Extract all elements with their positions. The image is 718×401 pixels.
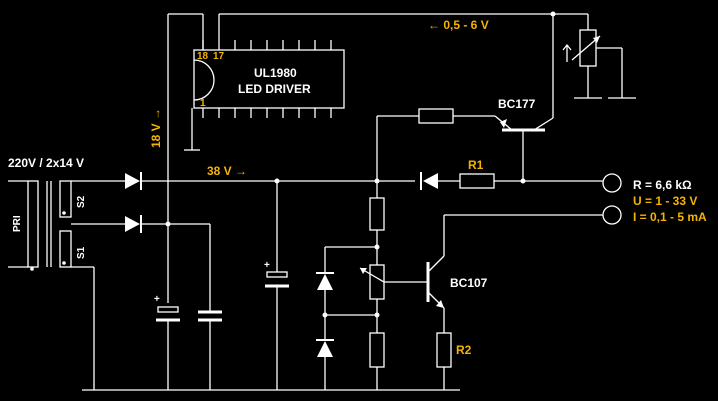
- capacitor-electrolytic-18v: +: [154, 294, 180, 390]
- ic-description: LED DRIVER: [238, 82, 311, 96]
- transformer: PRI S2 S1: [8, 180, 125, 390]
- transistor-bc107: BC107: [426, 214, 603, 333]
- primary-label: PRI: [12, 215, 23, 232]
- ic-ul1980: 18 17 1 UL1980 LED DRIVER: [193, 40, 345, 118]
- resistor-divider-top: [369, 181, 385, 265]
- voltage-ref: ← 0,5 - 6 V: [428, 18, 489, 32]
- spec-voltage: U = 1 - 33 V: [633, 194, 697, 208]
- voltage-38v: 38 V →: [207, 164, 247, 178]
- pin-1: 1: [200, 98, 206, 109]
- diode-lower: [125, 215, 142, 233]
- r2-label: R2: [456, 343, 472, 357]
- resistor-r1: R1: [459, 158, 495, 189]
- voltage-18v: 18 V →: [149, 108, 163, 148]
- s1-label: S1: [76, 246, 87, 259]
- diode-output: [420, 172, 438, 190]
- resistor-divider-bottom: [369, 332, 385, 390]
- terminal-plus: [602, 173, 622, 193]
- terminal-minus: [602, 205, 622, 225]
- resistor-bc177-emitter: [376, 108, 454, 181]
- capacitor-film: [198, 224, 222, 390]
- r1-label: R1: [468, 158, 484, 172]
- s2-label: S2: [76, 195, 87, 208]
- ic-name: UL1980: [254, 66, 297, 80]
- bc107-label: BC107: [450, 276, 488, 290]
- svg-text:+: +: [264, 260, 270, 271]
- diode-stack: [316, 247, 334, 390]
- spec-resistance: R = 6,6 kΩ: [633, 178, 692, 192]
- spec-current: I = 0,1 - 5 mA: [633, 210, 707, 224]
- bc177-label: BC177: [498, 97, 536, 111]
- transistor-bc177: BC177: [453, 97, 545, 181]
- resistor-r2: R2: [436, 332, 472, 390]
- potentiometer-ref: [553, 13, 636, 99]
- capacitor-electrolytic-38v: +: [264, 181, 289, 390]
- potentiometer-bias: [359, 264, 428, 333]
- transformer-rating: 220V / 2x14 V: [8, 156, 84, 170]
- pin-17: 17: [213, 51, 225, 62]
- pin-18: 18: [197, 51, 209, 62]
- svg-text:+: +: [154, 294, 160, 305]
- diode-upper: [125, 172, 142, 190]
